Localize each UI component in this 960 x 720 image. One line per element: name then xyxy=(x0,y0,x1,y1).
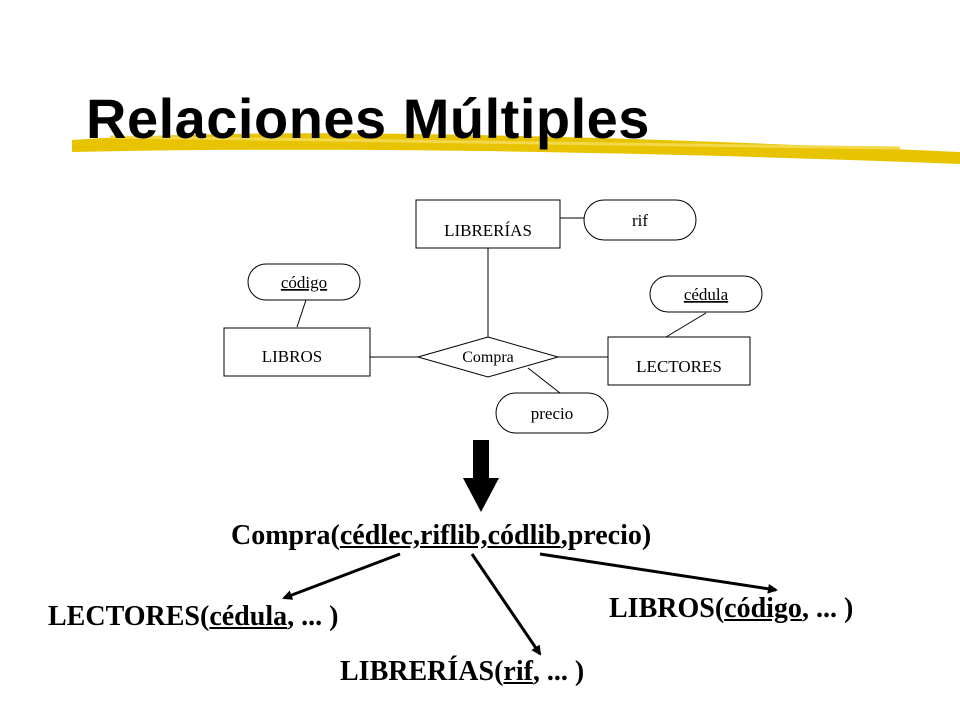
relation-libros-open: ( xyxy=(714,593,725,624)
down-arrow-icon xyxy=(463,440,499,512)
relation-lectores: LECTORES(cédula, ... ) xyxy=(48,601,338,633)
line-lectores-cedula xyxy=(665,312,707,338)
relation-lectores-key: cédula xyxy=(209,601,288,632)
entity-lectores: LECTORES xyxy=(607,336,751,386)
relation-librerias-rest: , ... ) xyxy=(532,656,585,687)
relationship-compra: Compra xyxy=(416,336,560,378)
relation-compra-open: ( xyxy=(330,520,340,551)
relation-libros-rest: , ... ) xyxy=(801,593,854,624)
arrow-to-libros xyxy=(539,552,778,594)
relation-libros-name: LIBROS xyxy=(609,593,715,624)
arrow-to-lectores xyxy=(282,552,401,600)
relation-lectores-name: LECTORES xyxy=(48,601,200,632)
attribute-codigo-label: código xyxy=(281,273,327,292)
entity-librerias: LIBRERÍAS xyxy=(415,199,561,249)
relation-compra-name: Compra xyxy=(231,520,331,551)
entity-lectores-label: LECTORES xyxy=(636,357,722,376)
attribute-rif-label: rif xyxy=(632,211,648,230)
entity-libros: LIBROS xyxy=(223,327,371,377)
relation-librerias-name: LIBRERÍAS xyxy=(340,656,495,687)
line-libros-codigo xyxy=(296,299,307,328)
attribute-precio-label: precio xyxy=(531,404,573,423)
relation-librerias-open: ( xyxy=(494,656,504,687)
entity-librerias-label: LIBRERÍAS xyxy=(444,221,532,240)
attribute-precio: precio xyxy=(495,392,609,434)
attribute-cedula-label: cédula xyxy=(684,285,729,304)
line-compra-precio xyxy=(527,367,561,394)
attribute-cedula: cédula xyxy=(649,275,763,313)
relation-libros: LIBROS(código, ... ) xyxy=(609,593,853,625)
relation-lectores-rest: , ... ) xyxy=(287,601,339,632)
relation-libros-key: código xyxy=(724,593,802,624)
entity-libros-label: LIBROS xyxy=(262,347,322,366)
relation-compra-keys: cédlec,riflib,códlib xyxy=(339,520,561,551)
arrow-to-librerias xyxy=(470,553,542,656)
relationship-compra-label: Compra xyxy=(462,349,514,366)
relation-lectores-open: ( xyxy=(200,601,210,632)
relation-librerias: LIBRERÍAS(rif, ... ) xyxy=(340,656,584,688)
attribute-codigo: código xyxy=(247,263,361,301)
slide-title: Relaciones Múltiples xyxy=(86,87,650,150)
relation-compra: Compra(cédlec,riflib,códlib,precio) xyxy=(231,520,651,552)
relation-compra-rest: ,precio) xyxy=(560,520,652,551)
relation-librerias-key: rif xyxy=(503,656,533,687)
attribute-rif: rif xyxy=(583,199,697,241)
title-highlight-stroke xyxy=(72,133,960,164)
